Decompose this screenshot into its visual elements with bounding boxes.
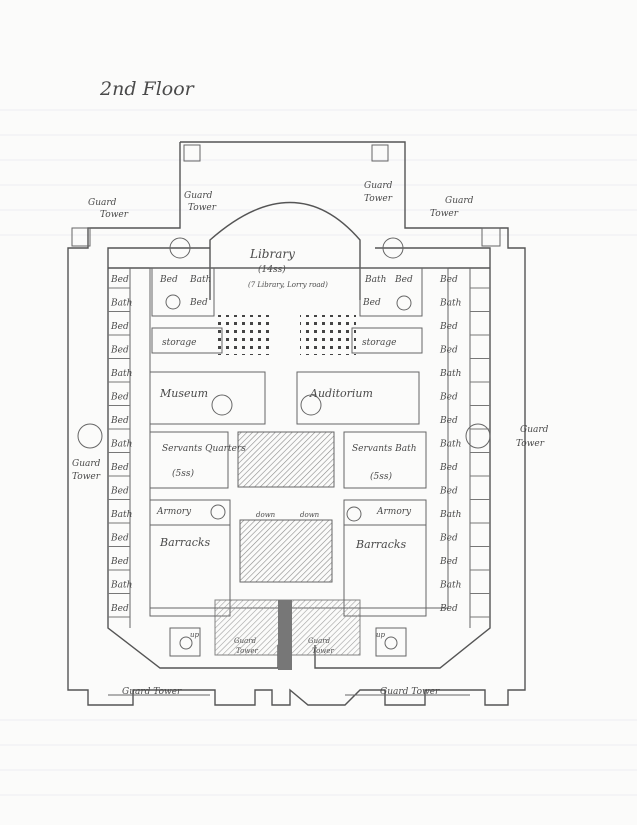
- spiral-stair-icon: [179, 636, 193, 650]
- left-bed-label: Bed: [110, 534, 129, 544]
- bed-label-ur2: Bed: [362, 298, 381, 308]
- left-bed-label: Bed: [110, 557, 129, 567]
- storage-label-right: storage: [362, 338, 396, 348]
- left-bed-label: Bed: [110, 393, 129, 403]
- left-bath-label: Bath: [110, 440, 132, 450]
- tower-label-nw-1: Guard: [88, 198, 117, 208]
- armory-label-west: Armory: [156, 507, 192, 517]
- right-bed-label: Bed: [439, 393, 458, 403]
- bed-bath-columns: [129, 268, 471, 628]
- left-bed-label: Bed: [110, 463, 129, 473]
- tower-label-ne-1: Guard: [445, 196, 474, 206]
- right-bed-label: Bed: [439, 557, 458, 567]
- left-bed-label: Bed: [110, 604, 129, 614]
- library-label: Library: [249, 247, 295, 261]
- bed-label-ur1: Bed: [394, 275, 413, 285]
- right-bath-label: Bath: [439, 510, 461, 520]
- right-bed-label: Bed: [439, 322, 458, 332]
- right-bed-label: Bed: [439, 487, 458, 497]
- tower-label-e-2: Tower: [516, 439, 545, 449]
- spiral-stair-icon: [165, 294, 181, 310]
- right-bath-label: Bath: [439, 440, 461, 450]
- library-columns-left: [214, 315, 270, 355]
- servants-quarters-size: (5ss): [172, 468, 194, 479]
- side-towers: [77, 423, 491, 696]
- library-note: (7 Library, Lorry road): [248, 281, 328, 289]
- bath-label-ur1: Bath: [364, 275, 386, 285]
- tower-label-nne-1: Guard: [364, 181, 393, 191]
- ruled-lines: [0, 109, 637, 796]
- spiral-stair-icon: [396, 295, 412, 311]
- right-bed-label: Bed: [439, 604, 458, 614]
- museum-label: Museum: [159, 387, 208, 400]
- left-bed-label: Bed: [110, 416, 129, 426]
- tower-label-nne-2: Tower: [364, 194, 393, 204]
- library-room: Library (14ss) (7 Library, Lorry road): [209, 201, 361, 300]
- tower-label-e-1: Guard: [520, 425, 549, 435]
- museum-room: Museum: [149, 371, 266, 425]
- upper-bed-bath-block-right: Bath Bed Bed: [359, 267, 423, 317]
- right-bed-label: Bed: [439, 534, 458, 544]
- armory-label-east: Armory: [376, 507, 412, 517]
- tower-label-se: Guard Tower: [380, 687, 440, 697]
- tower-label-nnw-1: Guard: [184, 191, 213, 201]
- bath-label-ul1: Bath: [189, 275, 211, 285]
- library-columns-right: [300, 315, 356, 355]
- auditorium-room: Auditorium: [296, 371, 420, 425]
- bed-label-ul2: Bed: [189, 298, 208, 308]
- barracks-label-east: Barracks: [355, 538, 407, 551]
- left-bath-label: Bath: [110, 369, 132, 379]
- servants-bath-label: Servants Bath: [352, 444, 417, 454]
- gatehouse: [169, 599, 407, 670]
- barracks-label-west: Barracks: [159, 536, 211, 549]
- west-armory-barracks: Armory Barracks: [149, 499, 231, 617]
- auditorium-label: Auditorium: [309, 387, 373, 400]
- storage-label-left: storage: [162, 338, 196, 348]
- down-label-1: down: [256, 511, 276, 519]
- right-bed-bath-labels: BedBathBedBedBathBedBedBathBedBedBathBed…: [439, 275, 490, 618]
- right-bed-label: Bed: [439, 463, 458, 473]
- right-bath-label: Bath: [439, 369, 461, 379]
- tower-label-sw: Guard Tower: [122, 687, 182, 697]
- east-armory-barracks: Armory Barracks: [343, 499, 427, 617]
- right-bath-label: Bath: [439, 581, 461, 591]
- tower-label-w-2: Tower: [72, 472, 101, 482]
- servants-quarters-label: Servants Quarters: [162, 444, 246, 454]
- right-bath-label: Bath: [439, 299, 461, 309]
- bed-label-ul1: Bed: [159, 275, 178, 285]
- tower-label-nw-2: Tower: [100, 210, 129, 220]
- courtyard-upper: [237, 431, 335, 488]
- left-bath-label: Bath: [110, 581, 132, 591]
- spiral-stair-icon: [384, 636, 398, 650]
- left-bath-label: Bath: [110, 510, 132, 520]
- left-bed-label: Bed: [110, 275, 129, 285]
- right-bed-label: Bed: [439, 416, 458, 426]
- left-bed-label: Bed: [110, 487, 129, 497]
- left-bed-bath-labels: BedBathBedBedBathBedBedBathBedBedBathBed…: [108, 275, 132, 618]
- courtyard-lower: [239, 519, 333, 583]
- tower-label-w-1: Guard: [72, 459, 101, 469]
- servants-quarters: Servants Quarters (5ss): [149, 431, 246, 489]
- servants-bath-size: (5ss): [370, 471, 392, 482]
- up-label-sw: up: [190, 631, 200, 639]
- right-bed-label: Bed: [439, 346, 458, 356]
- servants-bath: Servants Bath (5ss): [343, 431, 427, 489]
- left-bed-label: Bed: [110, 346, 129, 356]
- storage-rooms: storage storage: [151, 327, 423, 354]
- tower-label-nnw-2: Tower: [188, 203, 217, 213]
- upper-bed-bath-block-left: Bed Bath Bed: [151, 267, 215, 317]
- north-turrets: [71, 144, 501, 259]
- right-bed-label: Bed: [439, 275, 458, 285]
- up-label-se: up: [376, 631, 386, 639]
- tower-label-ne-2: Tower: [430, 209, 459, 219]
- spiral-stair-icon: [210, 504, 226, 520]
- library-size: (14ss): [258, 264, 286, 275]
- left-bed-label: Bed: [110, 322, 129, 332]
- down-label-2: down: [300, 511, 320, 519]
- page-title: 2nd Floor: [99, 78, 196, 100]
- spiral-stair-icon: [346, 506, 362, 522]
- left-bath-label: Bath: [110, 299, 132, 309]
